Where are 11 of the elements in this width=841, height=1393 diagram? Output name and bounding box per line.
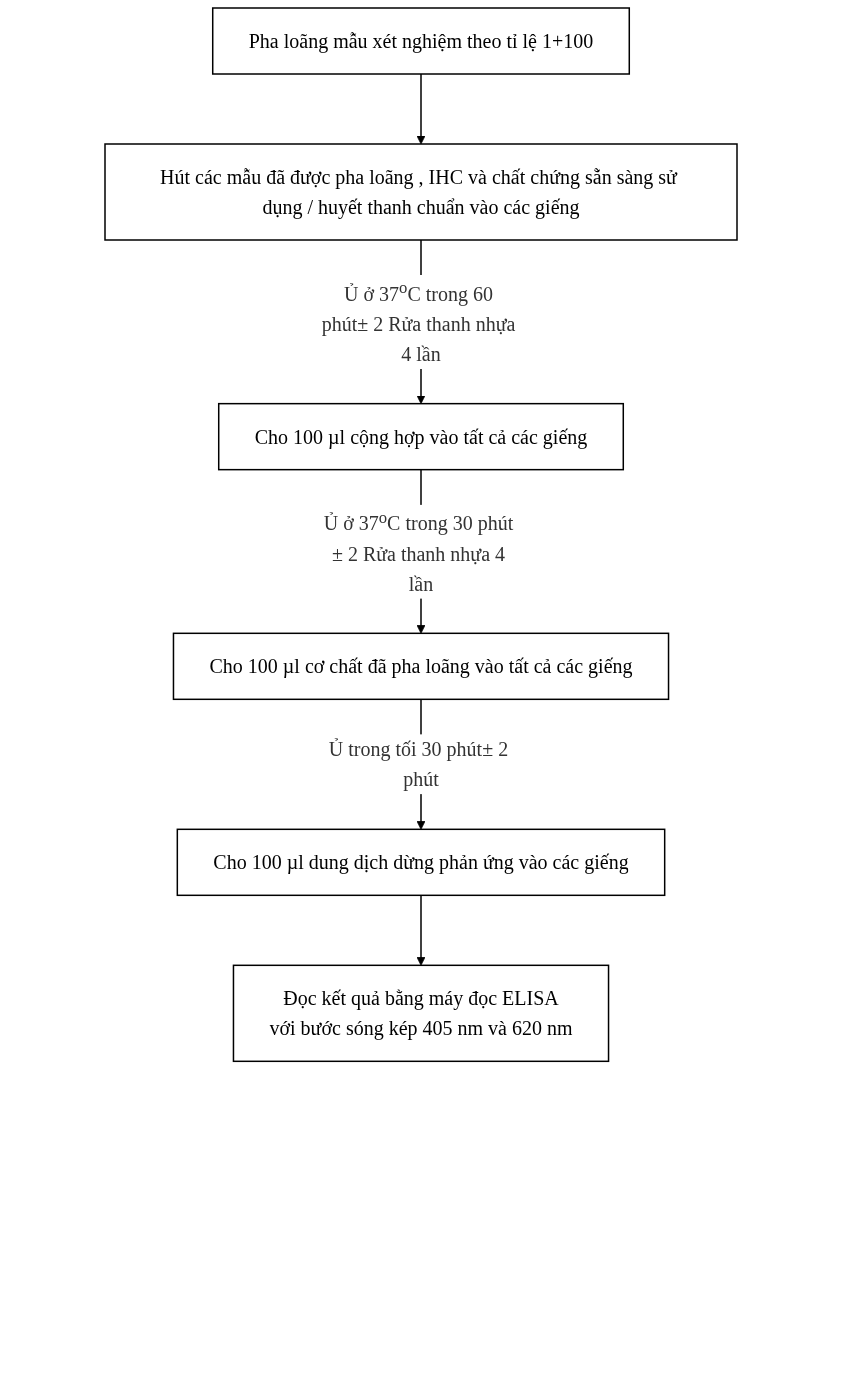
edge-label: Ủ ở 37$^{o}$C trong 60 phút± 2 Rửa thanh nhựa 4 lần [321,278,515,365]
edge-label: Ủ trong tối 30 phút± 2 phút [328,738,508,791]
arrow [416,73,425,145]
node-box: Cho 100 µl dung dịch dừng phản ứng vào các giếng [176,828,665,897]
arrow [416,894,425,966]
node-box: Cho 100 µl cơ chất đã pha loãng vào tất cả các giếng [172,632,669,701]
edge-label: Ủ ở 37$^{o}$C trong 30 phút ± 2 Rửa thanh nhựa 4 lần [323,507,513,595]
node-box: Đọc kết quả bằng máy đọc ELISA với bước sóng kép 405 nm và 620 nm [232,964,609,1063]
node-box: Hút các mẫu đã được pha loãng , IHC và chất chứng sẵn sàng sử dụng / huyết thanh chuẩn vào các giếng [103,143,738,241]
node-box: Pha loãng mẫu xét nghiệm theo tỉ lệ 1+100 [211,7,630,75]
node-box: Cho 100 µl cộng hợp vào tất cả các giếng [217,402,624,471]
